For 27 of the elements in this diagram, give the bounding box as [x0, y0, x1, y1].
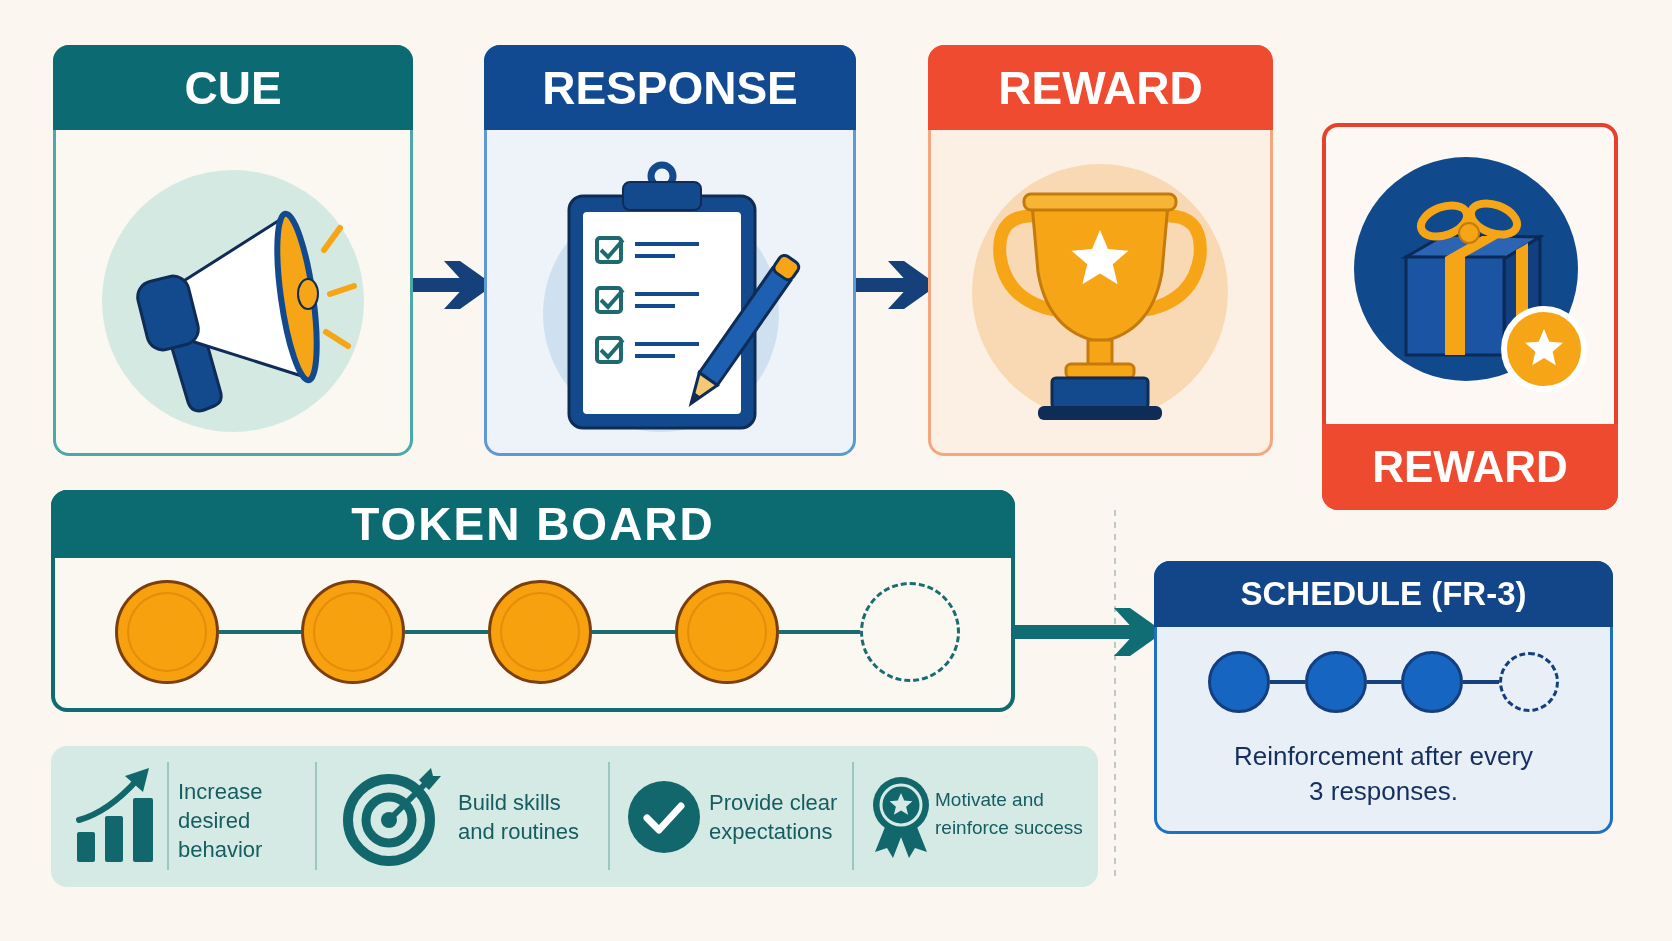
empty-progress-dot	[1499, 652, 1559, 712]
step-card	[53, 45, 413, 456]
token-board-panel	[51, 490, 1015, 712]
benefit-text: Provide clear expectations	[709, 789, 839, 846]
card-title: REWARD	[928, 45, 1273, 130]
step-card	[928, 45, 1273, 456]
connector-line	[779, 630, 860, 634]
card-title: RESPONSE	[484, 45, 856, 130]
connector-line	[1270, 680, 1305, 684]
card-title: REWARD	[1322, 424, 1618, 510]
benefit-text: Motivate and reinforce success	[935, 788, 1084, 840]
schedule-card	[1154, 561, 1613, 834]
connector-line	[592, 630, 675, 634]
connector-line	[219, 630, 301, 634]
connector-line	[1463, 680, 1499, 684]
empty-token-slot	[860, 582, 960, 682]
step-card	[484, 45, 856, 456]
connector-line	[405, 630, 488, 634]
benefit-text: Increase desired behavior	[178, 778, 264, 864]
card-title: SCHEDULE (FR-3)	[1154, 561, 1613, 627]
benefit-text: Build skills and routines	[458, 789, 581, 846]
reward-card	[1322, 123, 1618, 510]
card-title: TOKEN BOARD	[51, 490, 1015, 558]
benefits-panel	[51, 746, 1098, 887]
description-text: Reinforcement after every 3 responses.	[1232, 740, 1535, 808]
connector-line	[1367, 680, 1401, 684]
card-title: CUE	[53, 45, 413, 130]
